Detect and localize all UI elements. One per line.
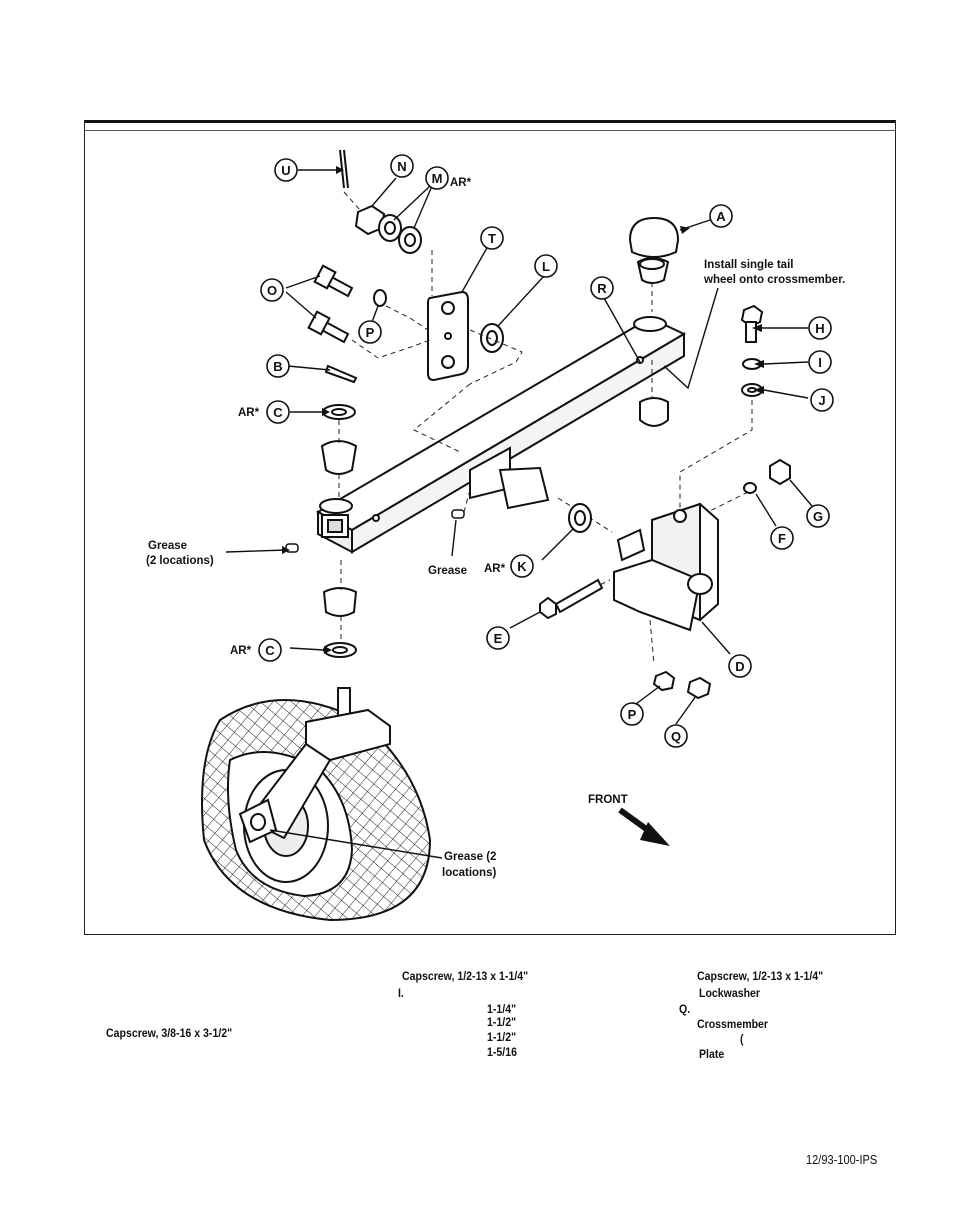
legend-col3-line2: Lockwasher xyxy=(699,986,761,1000)
callout-i: I xyxy=(818,355,822,370)
right-hardware xyxy=(740,304,791,494)
callout-l: L xyxy=(542,259,550,274)
label-grease-wheel-2: locations) xyxy=(442,867,496,879)
label-install-note-1: Install single tail xyxy=(704,259,793,271)
callout-a: A xyxy=(716,209,726,224)
callout-p-top: P xyxy=(366,325,375,340)
legend-col2-line5: 1-1/2" xyxy=(487,1030,517,1044)
legend-col2-line3: 1-1/4" xyxy=(487,1002,517,1016)
label-ar-c-bottom: AR* xyxy=(230,645,252,657)
callout-letters: U N M A T L O R P H I B J C G F K E C D … xyxy=(265,159,825,744)
figure-frame xyxy=(84,120,896,935)
legend-col3-line5: ( xyxy=(740,1032,744,1046)
label-grease-wheel-1: Grease (2 xyxy=(444,851,496,863)
front-arrow xyxy=(618,807,670,846)
callout-n: N xyxy=(397,159,406,174)
label-install-note-2: wheel onto crossmember. xyxy=(703,274,845,286)
label-ar-m: AR* xyxy=(450,177,472,189)
callout-circles xyxy=(258,154,834,748)
legend-col2-line2: I. xyxy=(398,986,404,1000)
callout-k: K xyxy=(517,559,527,574)
caster-wheel xyxy=(201,687,432,922)
callout-m: M xyxy=(432,171,443,186)
legend-col3-line1: Capscrew, 1/2-13 x 1-1/4" xyxy=(697,969,824,983)
label-grease-center: Grease xyxy=(428,565,467,577)
upper-bushing-right xyxy=(628,216,680,427)
callout-t: T xyxy=(488,231,496,246)
label-grease-left-2: (2 locations) xyxy=(146,555,214,567)
diagram-labels: AR* AR* AR* AR* Install single tail whee… xyxy=(146,177,845,879)
frame-top-rule xyxy=(84,120,896,123)
callout-e: E xyxy=(494,631,503,646)
crossmember xyxy=(315,316,687,554)
callout-u: U xyxy=(281,163,290,178)
legend-col2-line4: 1-1/2" xyxy=(487,1015,517,1029)
callout-g: G xyxy=(813,509,823,524)
legend-col2-line6: 1-5/16 xyxy=(487,1045,517,1059)
mount-bracket xyxy=(469,446,550,510)
callout-h: H xyxy=(815,321,824,336)
document-code: 12/93-100-IPS xyxy=(806,1152,878,1167)
callout-o: O xyxy=(267,283,277,298)
caster-mount xyxy=(539,502,719,700)
label-ar-c-top: AR* xyxy=(238,407,260,419)
callout-c-bottom: C xyxy=(265,643,275,658)
legend-col3-line6: Plate xyxy=(699,1047,725,1061)
callout-q: Q xyxy=(671,729,681,744)
callout-j: J xyxy=(818,393,825,408)
arrowheads xyxy=(282,166,764,654)
legend-col3-line4: Crossmember xyxy=(697,1017,769,1031)
label-front: FRONT xyxy=(588,794,628,806)
callout-p-bottom: P xyxy=(628,707,637,722)
callout-d: D xyxy=(735,659,744,674)
legend-col2-line1: Capscrew, 1/2-13 x 1-1/4" xyxy=(402,969,529,983)
callout-f: F xyxy=(778,531,786,546)
callout-c-top: C xyxy=(273,405,283,420)
callout-b: B xyxy=(273,359,282,374)
legend-col1-line1: Capscrew, 3/8-16 x 3-1/2" xyxy=(106,1026,233,1040)
top-hardware xyxy=(307,149,504,384)
leader-lines xyxy=(225,169,813,859)
frame-top-rule-thin xyxy=(84,130,896,131)
legend-col3-line3: Q. xyxy=(679,1002,691,1016)
label-ar-k: AR* xyxy=(484,563,506,575)
callout-r: R xyxy=(597,281,607,296)
assembly-dashes xyxy=(338,191,753,665)
label-grease-left-1: Grease xyxy=(148,540,187,552)
